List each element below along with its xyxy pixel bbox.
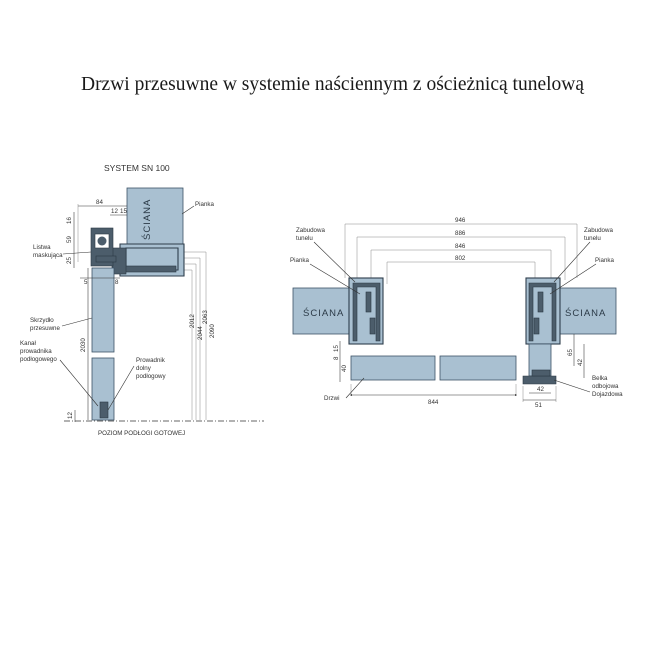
wall-left-label: ŚCIANA [303, 307, 344, 319]
leader-pianka [181, 205, 195, 215]
dim-846: 846 [455, 243, 466, 250]
bracket-802 [386, 261, 536, 284]
dim-8: 8 [115, 279, 119, 286]
leader-kanal [59, 359, 99, 407]
dim-5: 5 [84, 279, 88, 286]
label-zabudowa-right-1: Zabudowa [584, 227, 613, 234]
leader-pianka-right [549, 263, 597, 295]
wall-right-label: ŚCIANA [565, 307, 606, 319]
dim-2090: 2090 [209, 324, 216, 338]
door-leaf-lower [91, 357, 115, 421]
label-zabudowa-left-1: Zabudowa [296, 227, 325, 234]
leader-pianka-left [309, 263, 361, 295]
label-pianka-right: Pianka [595, 257, 614, 264]
label-zabudowa-right-2: tunelu [584, 235, 601, 242]
dim-946: 946 [455, 217, 466, 224]
floor-guide [99, 401, 109, 419]
label-listwa-2: maskująca [33, 252, 63, 259]
section-view: SYSTEM SN 100 ŚCIANA POZIOM PODŁOGI GOTO… [20, 163, 264, 437]
door-plan-left [350, 355, 436, 381]
label-kanal-1: Kanał [20, 340, 36, 347]
bracket-946 [344, 223, 578, 278]
dim-8: 8 [333, 356, 340, 360]
tunnel-left-clip-2 [369, 317, 376, 335]
ext-51 [522, 386, 557, 402]
wall-label: ŚCIANA [141, 199, 153, 240]
leader-drzwi [345, 377, 365, 399]
tunnel-right-clip-1 [537, 291, 544, 313]
ext-844 [350, 384, 517, 396]
stop-beam-cap [531, 369, 551, 377]
plan-view: 946 886 846 802 ŚCIANA ŚCIANA 844 15 [290, 217, 623, 409]
tunnel-frame-right-inner [528, 282, 557, 342]
label-zabudowa-left-2: tunelu [296, 235, 313, 242]
ext-line-2063 [185, 263, 197, 420]
dim-42h: 42 [537, 386, 544, 393]
dim-2030: 2030 [80, 338, 87, 352]
dim-16: 16 [66, 217, 73, 224]
label-pianka-left: Pianka [290, 257, 309, 264]
door-plan-right [439, 355, 517, 381]
dim-12: 12 [111, 208, 118, 215]
label-kanal-2: prowadnika [20, 348, 52, 355]
label-kanal-3: podłogowego [20, 356, 57, 363]
leader-prowadnik [107, 365, 135, 411]
dim-65: 65 [567, 349, 574, 356]
ext-line-2012 [120, 251, 207, 420]
leader-skrzydlo [61, 317, 93, 327]
dim-2044: 2044 [197, 326, 204, 340]
ext-line-2090 [175, 269, 193, 420]
system-label: SYSTEM SN 100 [104, 163, 170, 173]
tunnel-right-clip-2 [533, 317, 540, 335]
label-belka-2: odbojowa [592, 383, 619, 390]
dim-2012: 2012 [189, 314, 196, 328]
dim-84: 84 [96, 199, 103, 206]
dim-51: 51 [535, 402, 542, 409]
leader-zabudowa-right [553, 241, 591, 283]
dim-2063: 2063 [202, 310, 209, 324]
label-belka-1: Belka [592, 375, 608, 382]
floor-label: POZIOM PODŁOGI GOTOWEJ [98, 430, 185, 437]
label-listwa-1: Listwa [33, 244, 51, 251]
label-drzwi: Drzwi [324, 395, 339, 402]
tunnel-frame-left-inner [352, 282, 381, 342]
dim-886: 886 [455, 230, 466, 237]
label-skrzydlo-2: przesuwne [30, 325, 60, 332]
dim-12-bottom: 12 [67, 412, 74, 419]
page-title: Drzwi przesuwne w systemie naściennym z … [80, 74, 585, 95]
roller-icon [97, 236, 107, 246]
label-prowadnik-1: Prowadnik [136, 357, 166, 364]
dim-15: 15 [120, 208, 127, 215]
tunnel-left-clip-1 [365, 291, 372, 313]
label-belka-3: Dojazdowa [592, 391, 623, 398]
bracket-846 [370, 249, 552, 282]
hanger-plate [95, 255, 117, 263]
dim-802: 802 [455, 255, 466, 262]
dim-59: 59 [66, 236, 73, 243]
dim-25: 25 [66, 257, 73, 264]
stop-beam-base [522, 375, 557, 385]
dim-40: 40 [341, 365, 348, 372]
dim-844: 844 [428, 399, 439, 406]
label-prowadnik-2: dolny [136, 365, 152, 372]
bracket-886 [356, 236, 566, 280]
leader-belka [553, 379, 591, 393]
dim-42v: 42 [577, 359, 584, 366]
door-leaf-upper [91, 267, 115, 353]
ext-line-2044 [180, 257, 201, 420]
label-skrzydlo-1: Skrzydło [30, 317, 54, 324]
leader-zabudowa-left [313, 241, 356, 283]
leader-listwa [62, 251, 92, 255]
track-bar [123, 265, 177, 273]
label-prowadnik-3: podłogowy [136, 373, 166, 380]
dim-15: 15 [333, 345, 340, 352]
label-pianka: Pianka [195, 201, 214, 208]
